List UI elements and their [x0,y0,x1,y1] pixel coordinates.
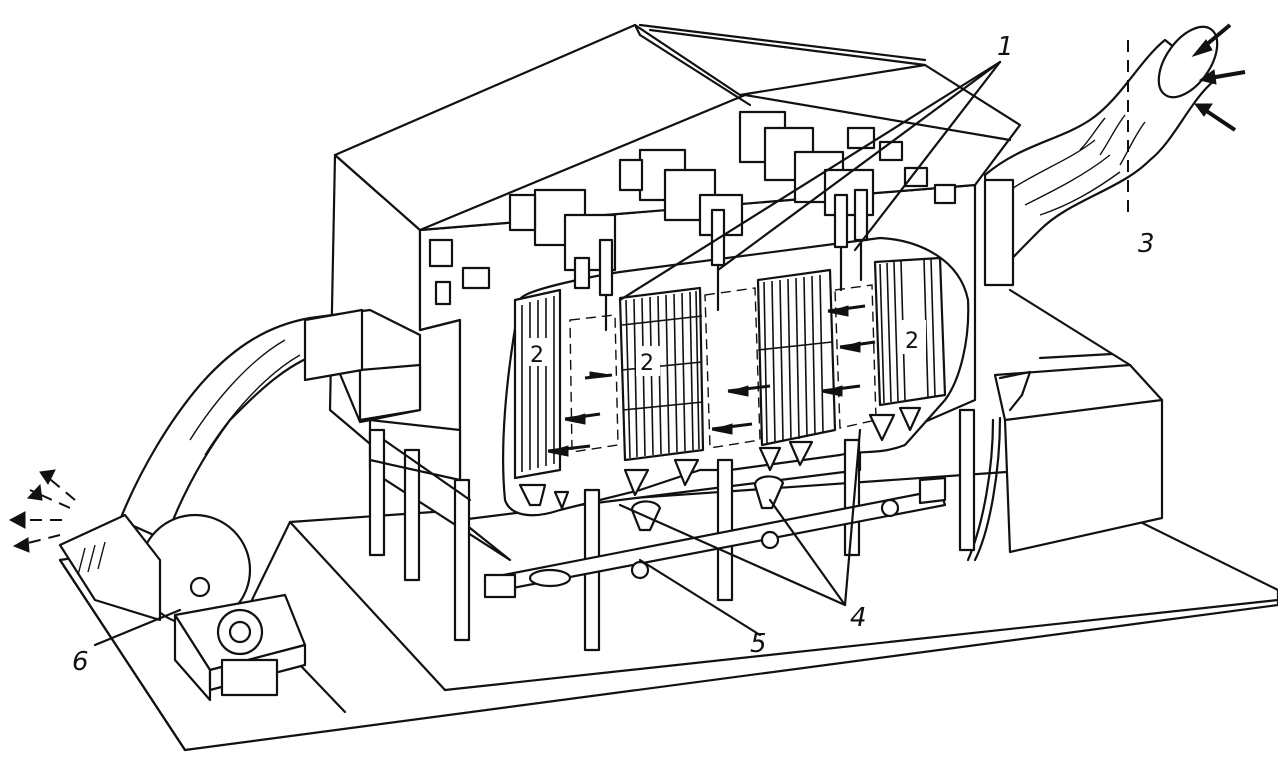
label-2-right: 2 [905,329,919,354]
side-cabinet [966,288,1164,562]
label-3: 3 [1138,229,1155,259]
diagram-labels: 1 2 2 2 3 4 5 6 [72,32,1155,677]
high-voltage-insulators [573,188,869,332]
label-2-left: 2 [530,343,544,368]
gas-flow-arrows [547,304,876,457]
collecting-plates [513,256,947,480]
label-1: 1 [997,32,1014,62]
dust-hoppers [518,406,922,532]
discharge-electrodes [569,284,877,453]
outlet-duct-and-fan [8,308,422,702]
label-4: 4 [850,603,867,633]
label-5: 5 [750,629,767,659]
ash-collector-pipe [483,476,947,599]
label-6: 6 [72,647,89,677]
callout-lines [93,60,1002,647]
label-2-center: 2 [640,351,654,376]
support-structure [368,408,976,652]
inlet-duct [983,23,1246,287]
